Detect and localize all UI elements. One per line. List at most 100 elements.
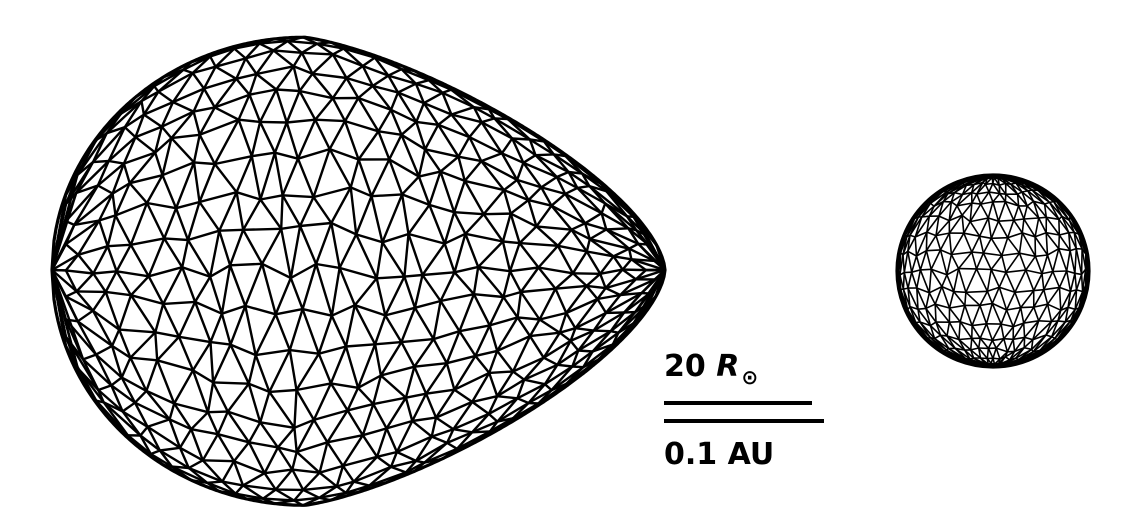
mesh-edge xyxy=(157,71,194,93)
mesh-edge xyxy=(311,53,335,75)
mesh-edge xyxy=(214,65,238,81)
mesh-edge xyxy=(1034,217,1040,238)
mesh-edge xyxy=(909,234,917,238)
mesh-edge xyxy=(110,376,123,387)
mesh-edge xyxy=(950,253,960,270)
mesh-edge xyxy=(241,227,283,232)
mesh-edge xyxy=(523,378,547,386)
mesh-edge xyxy=(978,235,985,254)
mesh-edge xyxy=(272,49,295,68)
mesh-edge xyxy=(235,154,254,194)
mesh-edge xyxy=(550,192,567,207)
mesh-edge xyxy=(129,294,157,334)
mesh-edge xyxy=(291,468,321,474)
mesh-edge xyxy=(946,273,955,293)
mesh-edge xyxy=(97,219,109,248)
mesh-edge xyxy=(413,299,442,309)
mesh-edge xyxy=(496,334,532,353)
mesh-edge xyxy=(502,178,519,192)
mesh-edge xyxy=(122,162,131,185)
mesh-edge xyxy=(1022,306,1035,324)
mesh-edge xyxy=(192,133,201,164)
mesh-edge xyxy=(537,266,575,275)
mesh-edge xyxy=(1061,215,1076,234)
mesh-edge xyxy=(432,299,442,341)
mesh-edge xyxy=(208,275,224,315)
mesh-edge xyxy=(381,232,410,244)
mesh-edge xyxy=(258,39,289,45)
mesh-edge xyxy=(1005,306,1022,311)
mesh-edge xyxy=(488,370,515,375)
mesh-edge xyxy=(259,421,280,449)
mesh-edge xyxy=(311,72,334,100)
mesh-edge xyxy=(276,446,294,471)
mesh-edge xyxy=(338,266,378,280)
mesh-edge xyxy=(1034,231,1047,238)
mesh-edge xyxy=(296,157,315,199)
mesh-edge xyxy=(140,90,160,103)
mesh-edge xyxy=(1012,205,1020,221)
mesh-edge xyxy=(1045,231,1061,236)
mesh-edge xyxy=(1032,200,1046,205)
mesh-edge xyxy=(145,201,178,210)
mesh-edge xyxy=(1046,303,1053,323)
mesh-edge xyxy=(527,388,553,405)
mesh-edge xyxy=(925,307,932,327)
mesh-edge xyxy=(276,446,298,454)
mesh-edge xyxy=(154,302,165,334)
mesh-edge xyxy=(915,269,922,289)
mesh-edge xyxy=(330,221,358,236)
mesh-edge xyxy=(300,51,314,75)
mesh-edge xyxy=(1000,323,1005,340)
mesh-edge xyxy=(453,210,485,216)
mesh-edge xyxy=(977,347,989,360)
mesh-edge xyxy=(259,194,284,201)
mesh-edge xyxy=(389,91,400,112)
mesh-edge xyxy=(289,276,304,311)
mesh-edge xyxy=(926,215,940,233)
mesh-edge xyxy=(296,147,331,160)
mesh-edge xyxy=(1018,252,1027,271)
mesh-edge xyxy=(114,201,149,217)
mesh-edge xyxy=(232,441,251,463)
mesh-edge xyxy=(331,96,347,123)
mesh-edge xyxy=(293,388,298,429)
mesh-edge xyxy=(208,55,217,68)
mesh-edge xyxy=(318,485,338,499)
mesh-edge xyxy=(428,170,442,207)
mesh-edge xyxy=(576,186,607,205)
mesh-edge xyxy=(565,311,577,330)
mesh-edge xyxy=(1023,338,1034,349)
mesh-edge xyxy=(342,47,364,68)
mesh-edge xyxy=(1022,319,1040,324)
mesh-edge xyxy=(1006,236,1021,254)
mesh-edge xyxy=(400,67,418,85)
mesh-edge xyxy=(920,215,931,218)
mesh-edge xyxy=(331,47,345,56)
mesh-edge xyxy=(229,304,247,346)
mesh-edge xyxy=(998,184,1001,195)
mesh-edge xyxy=(535,225,560,248)
mesh-edge xyxy=(237,118,262,124)
mesh-edge xyxy=(293,418,316,429)
mesh-edge xyxy=(361,402,375,437)
mesh-edge xyxy=(218,229,232,267)
mesh-edge xyxy=(147,266,184,278)
mesh-edge xyxy=(198,190,238,204)
mesh-edge xyxy=(301,307,320,355)
mesh-edge xyxy=(193,300,224,315)
mesh-edge xyxy=(907,271,913,289)
mesh-edge xyxy=(496,370,515,398)
mesh-edge xyxy=(441,91,476,109)
mesh-edge xyxy=(341,464,355,483)
mesh-edge xyxy=(314,96,334,121)
mesh-edge xyxy=(139,425,149,437)
mesh-edge xyxy=(241,198,262,232)
mesh-edge xyxy=(209,340,215,384)
mesh-edge xyxy=(502,290,523,299)
mesh-edge xyxy=(352,465,393,483)
mesh-edge xyxy=(554,287,568,315)
mesh-edge xyxy=(992,201,1000,222)
mesh-edge xyxy=(1045,231,1060,250)
mesh-edge xyxy=(942,191,956,203)
